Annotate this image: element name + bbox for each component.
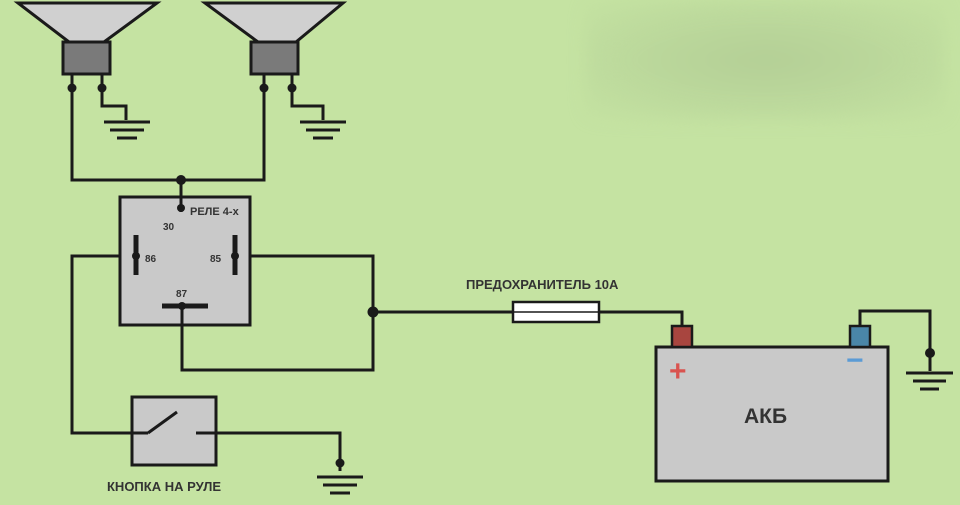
pin-86-label: 86 — [145, 254, 157, 265]
switch-icon — [130, 395, 218, 467]
pin-85-label: 85 — [210, 254, 222, 265]
battery-icon — [654, 324, 890, 483]
battery-label: АКБ — [744, 405, 787, 428]
plus-sign: + — [669, 355, 687, 388]
fuse-icon — [511, 300, 601, 324]
horn-left-icon — [13, 1, 162, 76]
relay-label: РЕЛЕ 4-х — [190, 206, 240, 218]
ground-battery-icon — [906, 371, 953, 391]
horn-right-icon — [200, 1, 348, 76]
fuse-label: ПРЕДОХРАНИТЕЛЬ 10А — [466, 277, 619, 292]
pin-30-label: 30 — [163, 222, 175, 233]
relay-wires — [70, 254, 932, 471]
button-label: КНОПКА НА РУЛЕ — [107, 479, 221, 494]
minus-sign: − — [846, 344, 864, 377]
ground-horn-right-icon — [300, 120, 346, 140]
pin-87-label: 87 — [176, 289, 188, 300]
blurred-watermark — [585, 0, 945, 120]
junction-dots — [67, 83, 935, 468]
ground-button-icon — [317, 475, 363, 495]
horn-wires — [70, 74, 325, 208]
ground-horn-left-icon — [104, 120, 150, 140]
relay-icon — [118, 195, 252, 327]
